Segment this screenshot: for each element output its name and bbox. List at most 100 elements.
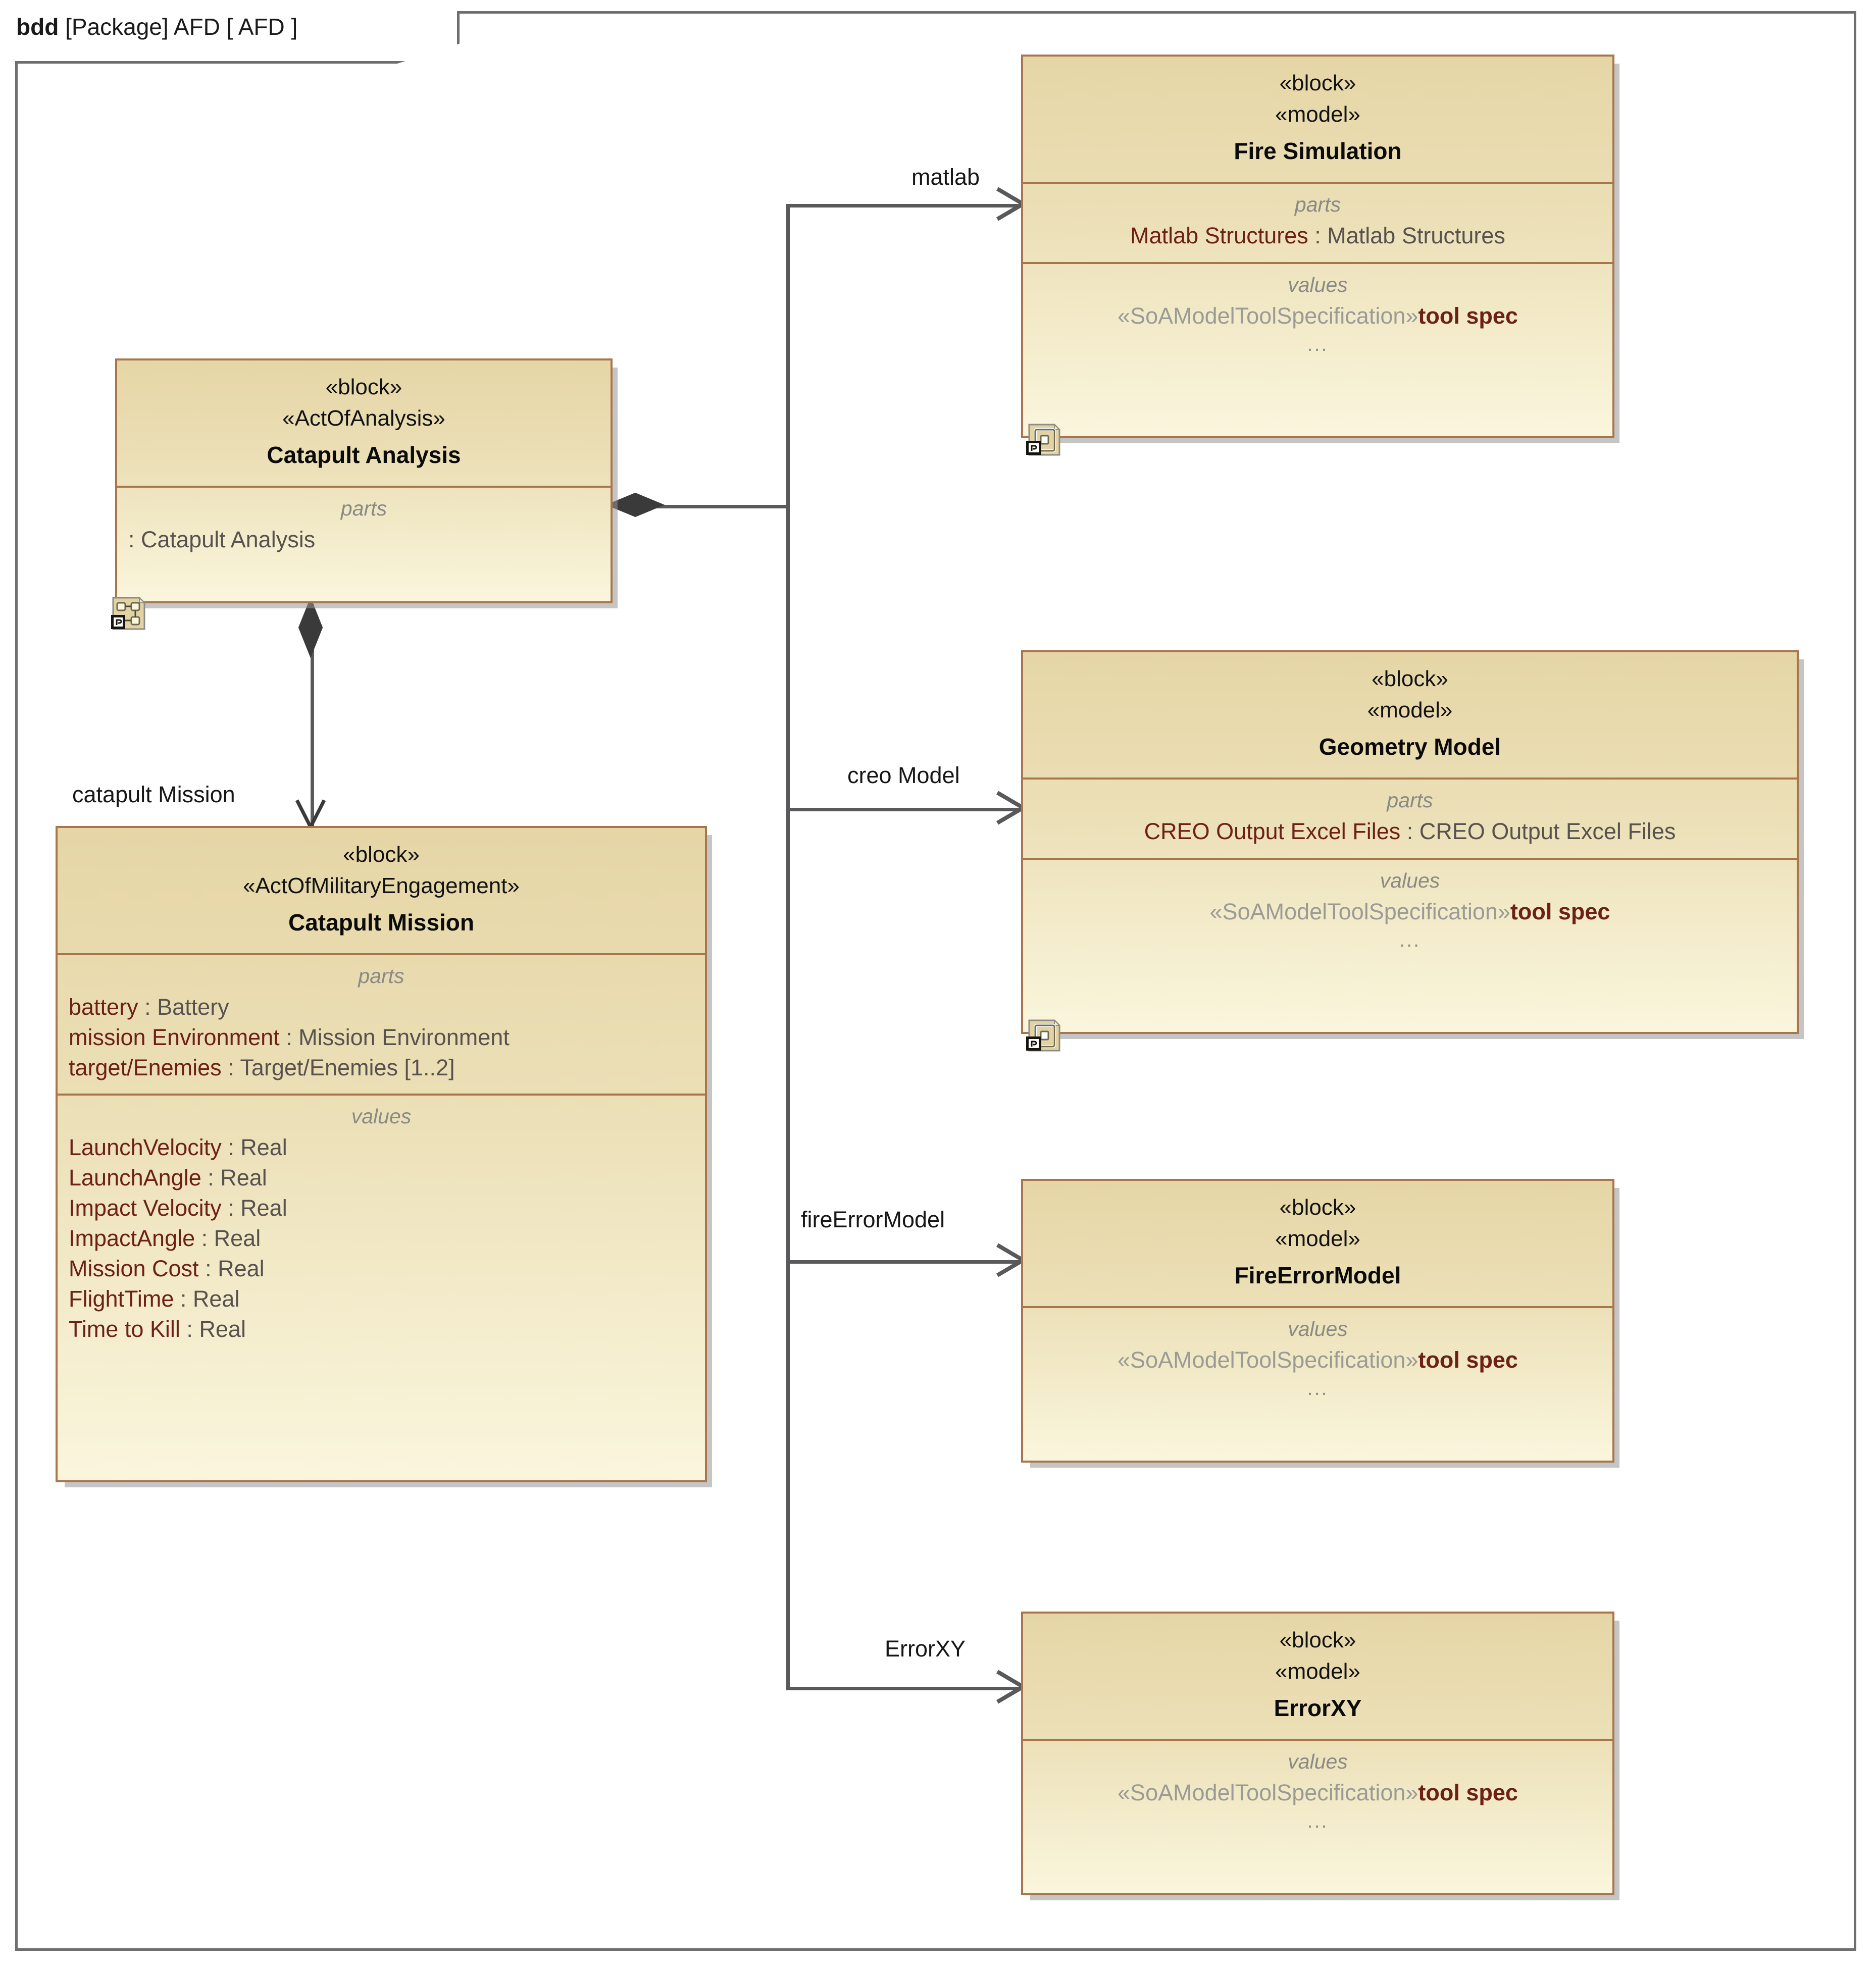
part-row: : Catapult Analysis [125, 525, 602, 555]
connector-branch-errorxy-horizontal [786, 1687, 1022, 1690]
part-row: target/Enemies : Target/Enemies [1..2] [66, 1053, 697, 1083]
part-row: mission Environment : Mission Environmen… [66, 1022, 697, 1053]
value-separator: : [221, 1134, 241, 1161]
diagram-frame-header [15, 11, 460, 64]
parts-list: battery : Battery mission Environment : … [66, 992, 697, 1094]
value-type: Real [240, 1195, 287, 1221]
part-type: Battery [157, 994, 229, 1020]
parts-compartment-catapult-mission: parts battery : Battery mission Environm… [58, 953, 705, 1094]
value-row: Time to Kill : Real [66, 1314, 697, 1344]
value-type: Real [240, 1134, 287, 1161]
values-list: «SoAModelToolSpecification»tool spec ... [1031, 301, 1604, 367]
value-name: ImpactAngle [69, 1225, 195, 1251]
connector-branch-matlab-vertical [786, 204, 790, 507]
value-separator: : [198, 1255, 218, 1281]
value-name: Impact Velocity [69, 1195, 222, 1221]
block-catapult-analysis[interactable]: «block» «ActOfAnalysis» Catapult Analysi… [115, 358, 613, 603]
value-row: «SoAModelToolSpecification»tool spec [1031, 1778, 1604, 1808]
parts-list: : Catapult Analysis [125, 525, 602, 566]
stereotype-actofmilitaryengagement: «ActOfMilitaryEngagement» [243, 873, 520, 899]
block-name-catapult-analysis: Catapult Analysis [267, 441, 461, 468]
value-type: Real [214, 1225, 261, 1251]
block-name-error-xy: ErrorXY [1274, 1694, 1362, 1721]
block-header-catapult-mission: «block» «ActOfMilitaryEngagement» Catapu… [58, 828, 705, 953]
diagram-scope: [Package] AFD [ AFD ] [65, 14, 298, 40]
values-compartment-geometry-model: values «SoAModelToolSpecification»tool s… [1023, 857, 1797, 963]
diagram-keyword: bdd [16, 14, 59, 40]
block-fire-simulation[interactable]: «block» «model» Fire Simulation parts Ma… [1021, 55, 1614, 438]
values-ellipsis: ... [1399, 928, 1421, 951]
connector-branch-matlab-horizontal [786, 204, 1022, 208]
values-label: values [1288, 273, 1348, 296]
connector-analysis-to-trunk [614, 505, 790, 508]
stereotype-block: «block» [1372, 666, 1448, 691]
value-name: tool spec [1418, 1346, 1518, 1373]
value-stereotype: «SoAModelToolSpecification» [1118, 1346, 1418, 1373]
value-row: «SoAModelToolSpecification»tool spec [1031, 897, 1789, 927]
value-separator: : [195, 1225, 214, 1251]
value-stereotype: «SoAModelToolSpecification» [1118, 302, 1418, 329]
value-row: LaunchAngle : Real [66, 1163, 697, 1193]
stereotype-block: «block» [343, 842, 420, 867]
block-catapult-mission[interactable]: «block» «ActOfMilitaryEngagement» Catapu… [56, 826, 707, 1482]
part-name: CREO Output Excel Files [1144, 818, 1401, 844]
values-compartment-fire-error-model: values «SoAModelToolSpecification»tool s… [1023, 1306, 1612, 1411]
part-name: target/Enemies [69, 1054, 222, 1080]
value-type: Real [218, 1255, 265, 1281]
connector-mission-vertical [311, 604, 314, 826]
edge-label-error-xy: ErrorXY [885, 1636, 966, 1662]
stereotype-model: «model» [1275, 1226, 1360, 1252]
bdd-diagram-icon[interactable] [110, 595, 147, 632]
value-row: «SoAModelToolSpecification»tool spec [1031, 1345, 1604, 1375]
ibd-diagram-icon[interactable] [1025, 1016, 1062, 1054]
block-header-catapult-analysis: «block» «ActOfAnalysis» Catapult Analysi… [117, 360, 611, 486]
edge-label-matlab: matlab [911, 164, 980, 190]
stereotype-block: «block» [1279, 71, 1356, 95]
part-type: Matlab Structures [1327, 222, 1505, 248]
value-name: tool spec [1510, 898, 1610, 924]
values-list: «SoAModelToolSpecification»tool spec ... [1031, 897, 1789, 963]
values-label: values [1288, 1317, 1348, 1340]
stereotype-block: «block» [1279, 1195, 1356, 1220]
block-error-xy[interactable]: «block» «model» ErrorXY values «SoAModel… [1021, 1612, 1614, 1895]
parts-list: CREO Output Excel Files : CREO Output Ex… [1031, 816, 1789, 858]
stereotype-model: «model» [1367, 698, 1453, 723]
value-name: Mission Cost [69, 1255, 199, 1281]
part-row: CREO Output Excel Files : CREO Output Ex… [1031, 816, 1789, 847]
value-type: Real [192, 1285, 240, 1312]
block-header-fire-simulation: «block» «model» Fire Simulation [1023, 57, 1612, 182]
values-label: values [1288, 1749, 1348, 1773]
edge-label-creo-model: creo Model [847, 762, 960, 788]
block-name-catapult-mission: Catapult Mission [288, 909, 475, 936]
block-fire-error-model[interactable]: «block» «model» FireErrorModel values «S… [1021, 1179, 1614, 1463]
block-name-fire-simulation: Fire Simulation [1234, 137, 1402, 164]
parts-label: parts [358, 964, 404, 988]
part-type: Target/Enemies [1..2] [240, 1054, 455, 1080]
value-name: FlightTime [69, 1285, 174, 1312]
values-ellipsis: ... [1307, 333, 1329, 355]
stereotype-block: «block» [1279, 1628, 1356, 1652]
parts-label: parts [1387, 788, 1433, 812]
edge-label-catapult-mission: catapult Mission [72, 782, 235, 807]
part-separator: : [1308, 222, 1328, 248]
parts-compartment-fire-simulation: parts Matlab Structures : Matlab Structu… [1023, 181, 1612, 262]
block-header-geometry-model: «block» «model» Geometry Model [1023, 652, 1797, 777]
values-label: values [351, 1105, 412, 1128]
values-list: LaunchVelocity : Real LaunchAngle : Real… [66, 1132, 697, 1355]
block-header-fire-error-model: «block» «model» FireErrorModel [1023, 1181, 1612, 1306]
stereotype-model: «model» [1275, 1659, 1360, 1684]
ibd-diagram-icon[interactable] [1025, 421, 1062, 458]
values-label: values [1380, 868, 1440, 892]
value-row: «SoAModelToolSpecification»tool spec [1031, 301, 1604, 331]
block-name-fire-error-model: FireErrorModel [1234, 1262, 1401, 1288]
value-row: FlightTime : Real [66, 1284, 697, 1314]
values-list: «SoAModelToolSpecification»tool spec ... [1031, 1778, 1604, 1844]
part-name: mission Environment [69, 1024, 280, 1050]
value-name: LaunchAngle [69, 1165, 201, 1191]
parts-compartment-geometry-model: parts CREO Output Excel Files : CREO Out… [1023, 777, 1797, 858]
block-geometry-model[interactable]: «block» «model» Geometry Model parts CRE… [1021, 650, 1799, 1034]
connector-branch-fireerror-horizontal [786, 1260, 1022, 1264]
block-name-geometry-model: Geometry Model [1319, 733, 1501, 760]
part-separator: : [279, 1024, 299, 1050]
